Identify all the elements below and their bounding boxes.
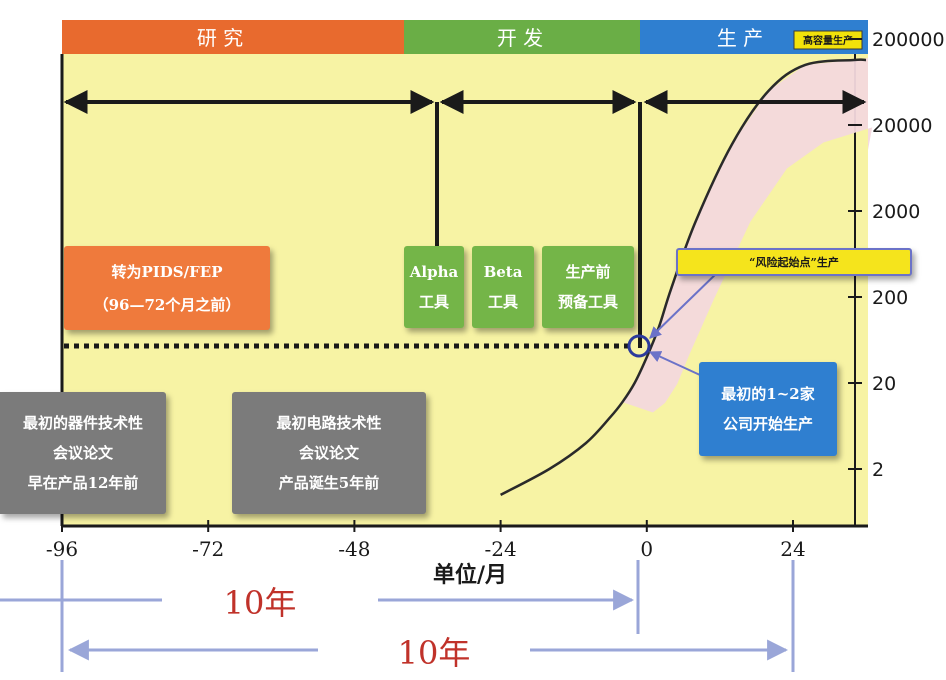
preprod-line-2: 预备工具 — [557, 293, 618, 311]
first-companies-box: 最初的1~2家 公司开始生产 — [699, 362, 837, 456]
beta-line-1: Beta — [483, 263, 523, 281]
circuit-line-2: 会议论文 — [298, 444, 359, 462]
device-paper-box: 最初的器件技术性 会议论文 早在产品12年前 — [0, 392, 166, 514]
x-tick-label: -72 — [192, 537, 224, 561]
alpha-line-1: Alpha — [409, 263, 459, 281]
device-line-2: 会议论文 — [52, 444, 113, 462]
x-tick-label: -48 — [338, 537, 370, 561]
volume-growth-curve — [500, 58, 867, 496]
y-tick-label: 200 — [872, 287, 908, 309]
x-tick-label: -24 — [484, 537, 516, 561]
device-line-1: 最初的器件技术性 — [22, 414, 143, 432]
circuit-line-3: 产品诞生5年前 — [278, 474, 380, 492]
risk-pointer-line — [649, 269, 721, 339]
span-1-label: 10年 — [224, 584, 297, 622]
alpha-line-2: 工具 — [418, 293, 449, 311]
pids-fep-box: 转为PIDS/FEP （96—72个月之前） — [64, 246, 270, 330]
beta-tool-box: Beta 工具 — [472, 246, 534, 328]
x-tick-label: 0 — [640, 537, 653, 561]
y-tick-label: 2 — [872, 459, 884, 481]
first-company-pointer-line — [648, 351, 701, 376]
x-axis-label: 单位/月 — [433, 562, 507, 588]
first-line-1: 最初的1~2家 — [721, 385, 815, 403]
risk-label-text: “风险起始点”生产 — [749, 256, 839, 269]
first-line-2: 公司开始生产 — [722, 415, 813, 433]
phase-label-development: 开 发 — [497, 26, 543, 50]
phase-bar-development — [404, 20, 640, 54]
circuit-paper-box: 最初电路技术性 会议论文 产品诞生5年前 — [232, 392, 426, 514]
circuit-line-1: 最初电路技术性 — [276, 414, 382, 432]
pids-line-1: 转为PIDS/FEP — [111, 263, 223, 281]
alpha-tool-box: Alpha 工具 — [404, 246, 464, 328]
pids-line-2: （96—72个月之前） — [93, 296, 241, 314]
uncertainty-band — [500, 58, 873, 495]
y-tick-label: 2000 — [872, 201, 920, 223]
growth-curve-layer — [500, 58, 873, 496]
preprod-line-1: 生产前 — [565, 263, 611, 281]
risk-start-marker — [627, 334, 651, 358]
phase-label-production: 生 产 — [717, 26, 763, 50]
x-tick-label: 24 — [780, 537, 805, 561]
phase-label-research: 研 究 — [197, 26, 243, 50]
y-tick-label: 20000 — [872, 115, 932, 137]
risk-start-label: “风险起始点”生产 — [676, 248, 912, 276]
device-line-3: 早在产品12年前 — [27, 474, 139, 492]
phase-badge: 高容量生产 — [803, 34, 853, 47]
x-axis-ticks: -96 -72 -48 -24 0 24 — [46, 520, 806, 561]
y-axis-ticks: 2 20 200 2000 20000 200000 — [848, 29, 945, 481]
y-tick-label: 200000 — [872, 29, 945, 51]
beta-line-2: 工具 — [487, 293, 518, 311]
phase-bar-research — [62, 20, 404, 54]
preproduction-tool-box: 生产前 预备工具 — [542, 246, 634, 328]
x-tick-label: -96 — [46, 537, 78, 561]
y-tick-label: 20 — [872, 373, 896, 395]
span-2-label: 10年 — [398, 634, 471, 672]
